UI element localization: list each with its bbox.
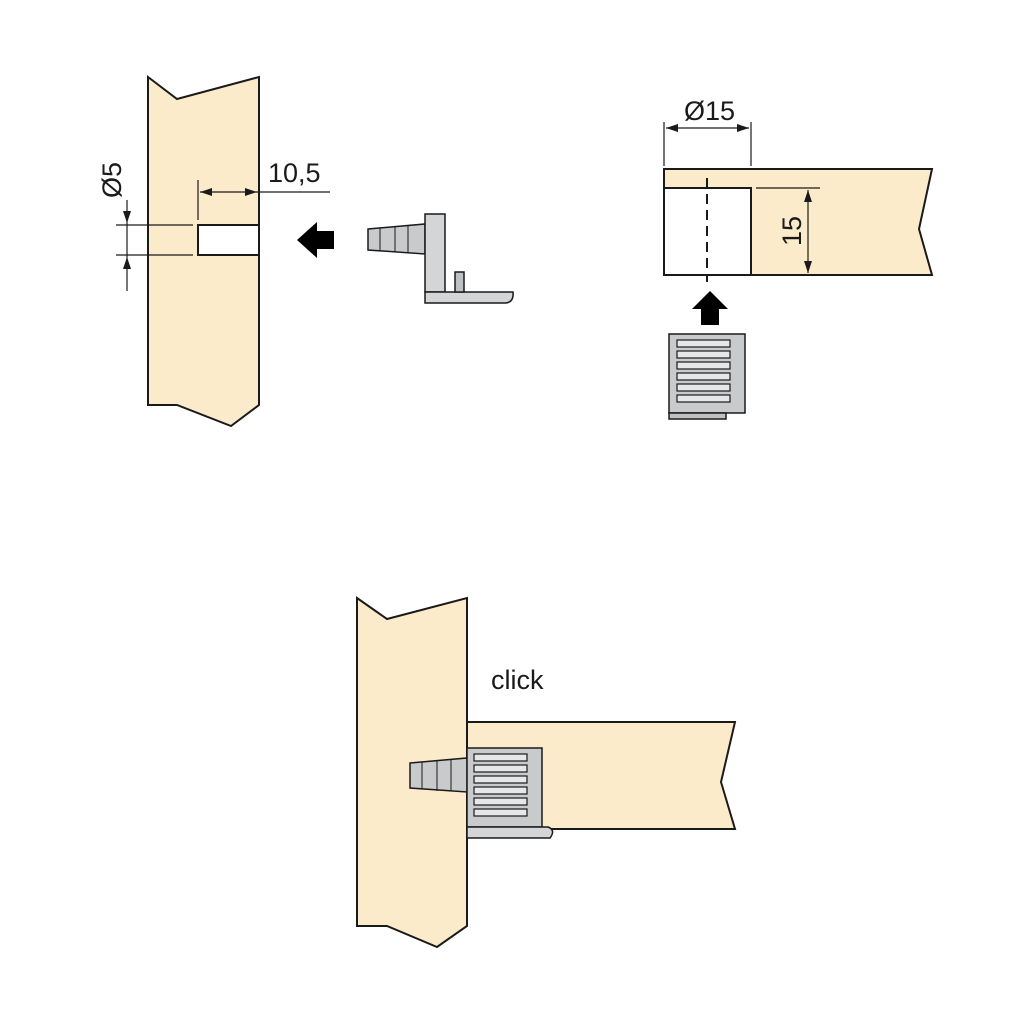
- depth-label-10-5: 10,5: [268, 158, 321, 188]
- depth-dimension-15: [756, 187, 820, 273]
- diameter-label-5: Ø5: [97, 162, 127, 198]
- step3-group: click: [356, 596, 737, 949]
- shelf-support-pin: [367, 213, 514, 304]
- arrow-up-icon: [692, 291, 728, 325]
- arrow-left-icon: [297, 222, 334, 258]
- diameter-dimension-5: [116, 200, 193, 291]
- diameter-dimension-15: [663, 122, 752, 166]
- step1-group: 10,5 Ø5: [97, 74, 514, 428]
- assembled-connector: [409, 747, 554, 839]
- step2-group: Ø15 15: [663, 96, 934, 420]
- pin-hole: [197, 224, 260, 256]
- depth-label-15: 15: [777, 216, 807, 246]
- cam-connector: [668, 333, 746, 420]
- diameter-label-15: Ø15: [684, 96, 735, 126]
- depth-dimension-10-5: [197, 180, 330, 220]
- click-label: click: [491, 665, 544, 695]
